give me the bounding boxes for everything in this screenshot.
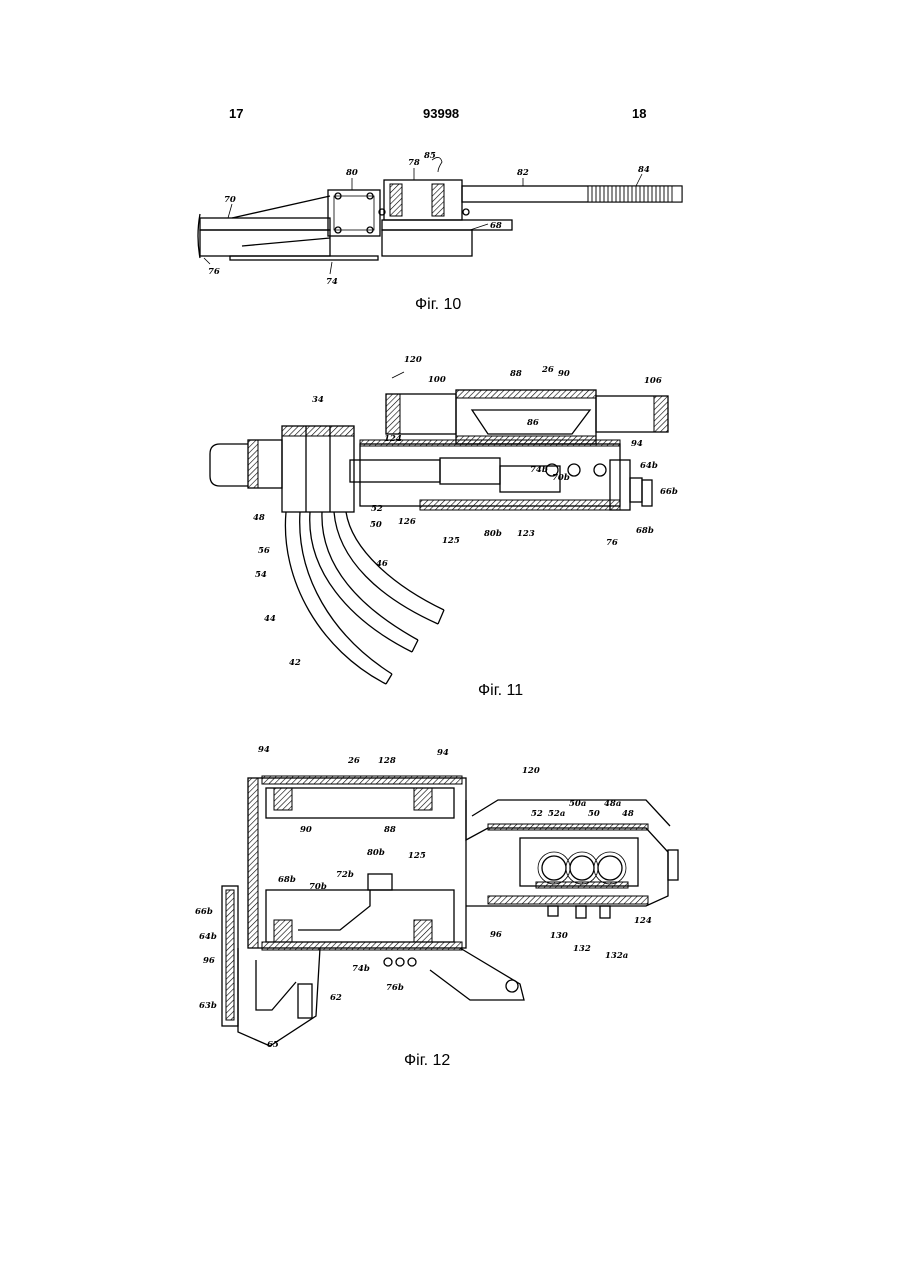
figure-12-caption: Фіг. 12 [404,1052,450,1070]
label-125: 125 [408,851,426,861]
label-88: 88 [384,825,396,835]
label-90: 90 [300,825,312,835]
label-48: 48 [622,809,634,819]
figure-11-drawing: 120 100 88 26 90 106 34 124 86 94 74b 64… [210,355,678,684]
label-50: 50 [588,809,600,819]
label-88: 88 [510,369,522,379]
label-94-left: 94 [258,745,270,755]
label-78: 78 [408,158,420,168]
label-124: 124 [634,916,652,926]
label-76b: 76b [386,983,404,993]
label-52: 52 [531,809,543,819]
label-74: 74 [326,277,338,287]
label-106: 106 [644,376,662,386]
label-74b: 74b [352,964,370,974]
label-52: 52 [371,504,383,514]
label-120: 120 [522,766,540,776]
label-85: 85 [424,151,436,161]
label-94: 94 [631,439,643,449]
label-80: 80 [346,168,358,178]
label-120: 120 [404,355,422,365]
label-68b: 68b [278,875,296,885]
label-124: 124 [384,434,402,444]
label-54: 54 [255,570,267,580]
label-64b: 64b [199,932,217,942]
label-76: 76 [208,267,220,277]
label-44: 44 [264,614,276,624]
label-50a: 50a [569,799,586,809]
label-132a: 132a [605,951,628,961]
label-48: 48 [253,513,265,523]
label-68b: 68b [636,526,654,536]
label-65: 65 [267,1040,279,1050]
label-42: 42 [289,658,301,668]
label-66b: 66b [195,907,213,917]
label-80b: 80b [367,848,385,858]
label-68: 68 [490,221,502,231]
label-48a: 48a [604,799,621,809]
label-130: 130 [550,931,568,941]
label-125: 125 [442,536,460,546]
label-26: 26 [541,365,554,375]
label-128: 128 [378,756,396,766]
label-72b: 72b [336,870,354,880]
label-46: 46 [376,559,388,569]
label-90: 90 [558,369,570,379]
label-26: 26 [347,756,360,766]
label-70b: 70b [552,473,570,483]
label-132: 132 [573,944,591,954]
label-96-left: 96 [203,956,215,966]
label-74b: 74b [530,465,548,475]
label-62: 62 [330,993,342,1003]
figure-12-drawing: 94 26 128 94 120 90 88 52 52a 50a 50 48a… [195,745,678,1050]
figure-10-drawing: 85 78 80 82 84 70 68 76 74 [198,151,682,287]
label-94-right: 94 [437,748,449,758]
label-63b: 63b [199,1001,217,1011]
label-86: 86 [527,418,539,428]
label-66b: 66b [660,487,678,497]
label-100: 100 [428,375,446,385]
label-70b: 70b [309,882,327,892]
label-56: 56 [258,546,270,556]
label-123: 123 [517,529,535,539]
label-126: 126 [398,517,416,527]
label-84: 84 [638,165,650,175]
label-80b: 80b [484,529,502,539]
label-70: 70 [224,195,236,205]
label-76: 76 [606,538,618,548]
figure-11-caption: Фіг. 11 [478,682,523,700]
label-82: 82 [517,168,529,178]
label-96-right: 96 [490,930,502,940]
label-52a: 52a [548,809,565,819]
figure-10-caption: Фіг. 10 [415,296,461,314]
label-34: 34 [312,395,324,405]
label-50: 50 [370,520,382,530]
label-64b: 64b [640,461,658,471]
